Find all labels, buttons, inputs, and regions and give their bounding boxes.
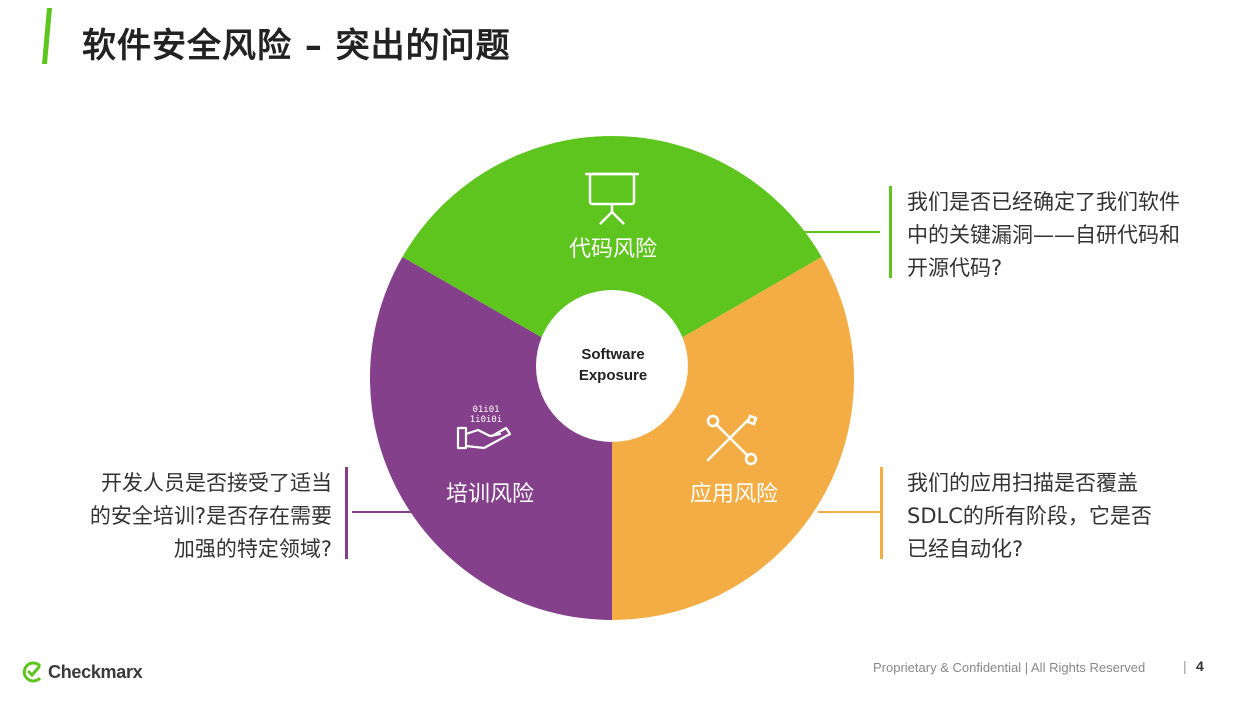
checkmarx-logo: Checkmarx — [22, 661, 143, 683]
training-risk-note: 开发人员是否接受了适当 的安全培训?是否存在需要 加强的特定领域? — [40, 467, 332, 566]
app-note-line: SDLC的所有阶段，它是否 — [907, 504, 1152, 528]
center-label-line2: Exposure — [578, 367, 648, 384]
training-note-line: 加强的特定领域? — [173, 537, 332, 561]
training-note-bar — [345, 467, 348, 559]
segment-code-risk — [402, 135, 822, 378]
code-note-line: 开源代码? — [907, 256, 1003, 280]
footer-confidential: Proprietary & Confidential | All Rights … — [873, 660, 1146, 675]
presentation-board-icon — [585, 172, 639, 225]
brand-name: Checkmarx — [48, 661, 143, 682]
code-note-line: 中的关键漏洞——自研代码和 — [907, 223, 1180, 247]
center-label-line1: Software — [581, 346, 645, 363]
training-note-line: 开发人员是否接受了适当 — [101, 471, 332, 495]
page-number: 4 — [1196, 658, 1204, 674]
hand-binary-icon — [456, 426, 512, 450]
checkmarx-logo-icon — [22, 661, 42, 683]
slide-title: 软件安全风险 – 突出的问题 — [82, 26, 511, 66]
wrench-screwdriver-icon — [706, 414, 758, 466]
title-accent-bar — [42, 8, 52, 64]
center-label: Software Exposure — [540, 344, 686, 386]
segment-label-training: 培训风险 — [446, 482, 535, 507]
segment-label-code: 代码风险 — [569, 237, 658, 262]
app-note-bar — [880, 467, 883, 559]
code-risk-note: 我们是否已经确定了我们软件 中的关键漏洞——自研代码和 开源代码? — [907, 186, 1180, 285]
app-note-line: 我们的应用扫描是否覆盖 — [907, 471, 1138, 495]
code-note-bar — [889, 186, 892, 278]
footer-separator: | — [1183, 658, 1187, 674]
binary-text-bottom: 1i0i0i — [470, 415, 503, 425]
binary-text-top: 01i01 — [472, 405, 499, 415]
app-note-line: 已经自动化? — [907, 537, 1024, 561]
center-circle — [536, 290, 688, 442]
training-note-line: 的安全培训?是否存在需要 — [89, 504, 332, 528]
segment-label-app: 应用风险 — [690, 482, 779, 507]
code-note-line: 我们是否已经确定了我们软件 — [907, 190, 1180, 214]
app-risk-note: 我们的应用扫描是否覆盖 SDLC的所有阶段，它是否 已经自动化? — [907, 467, 1152, 566]
